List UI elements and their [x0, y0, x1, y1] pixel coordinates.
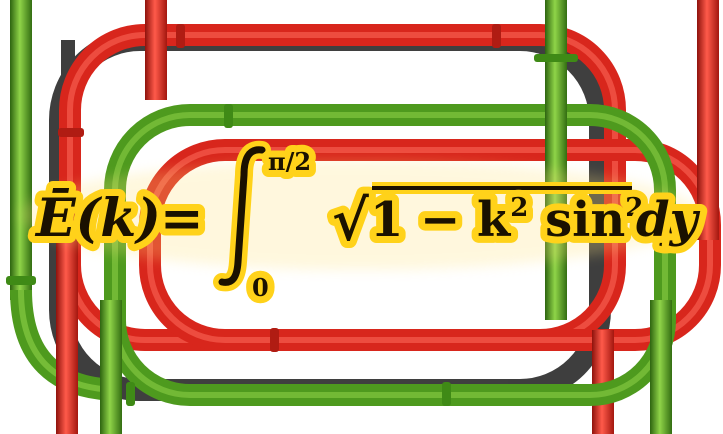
green-pipe-loop [104, 104, 676, 406]
formula-equals: = [160, 188, 204, 249]
radical-sign: √ [332, 188, 369, 254]
differential: dy [636, 192, 701, 248]
red-pipe-verticals [56, 0, 719, 434]
integral-upper-limit: π/2 [268, 147, 311, 176]
formula-lhs: Ē(k) [34, 188, 161, 249]
radicand: 1 − k2 sin2 y [370, 192, 691, 248]
integral-lower-limit: 0 [252, 273, 269, 302]
integral-formula: Ē(k) = π/2 0 √ 1 − k2 sin2 y dy [27, 140, 708, 309]
